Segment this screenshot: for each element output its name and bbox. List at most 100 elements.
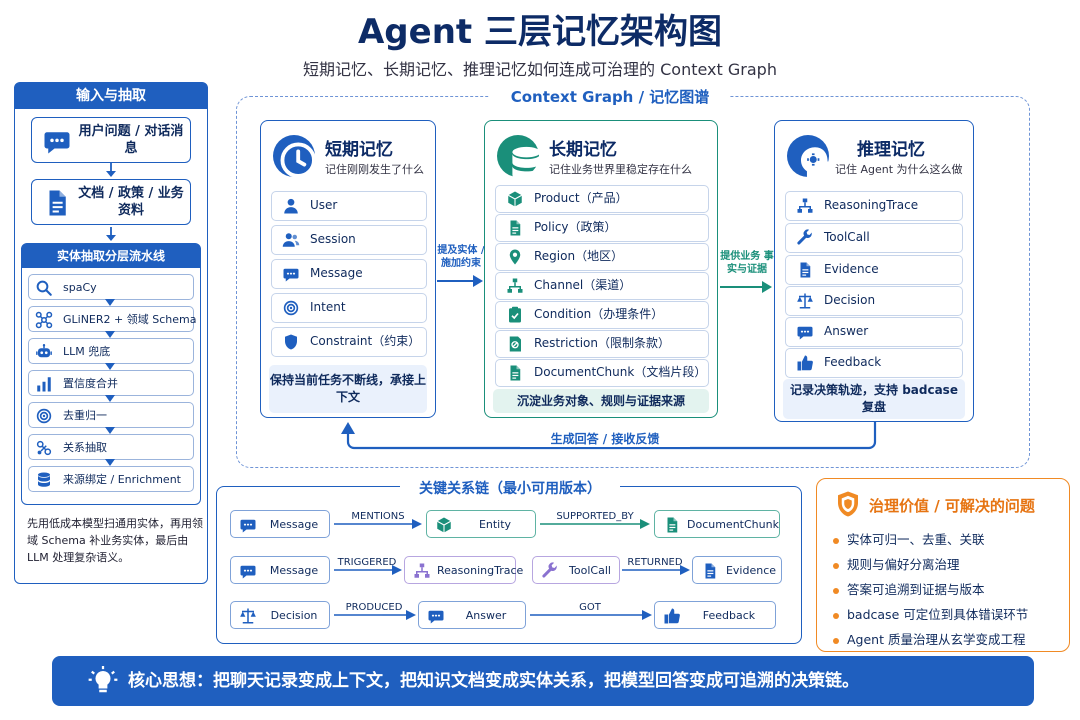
pipeline-step: 来源绑定 / Enrichment	[28, 466, 194, 492]
arrow-right-icon	[334, 565, 402, 575]
panel-footer: 保持当前任务不断线，承接上下文	[269, 365, 427, 413]
memory-node-label: ReasoningTrace	[824, 198, 919, 212]
memory-node-channel: Channel（渠道）	[495, 272, 709, 300]
box-icon	[506, 190, 524, 208]
pipeline-step-label: LLM 兜底	[63, 345, 111, 358]
source-label: 文档 / 政策 / 业务资料	[78, 186, 184, 218]
memory-node-label: Channel（渠道）	[534, 278, 632, 292]
feedback-loop-arrow	[341, 422, 877, 450]
relation-node-label: Feedback	[702, 609, 756, 622]
reasoning-memory-panel: 推理记忆 记住 Agent 为什么这么做 ReasoningTrace Tool…	[774, 120, 974, 422]
chat-icon	[282, 265, 300, 283]
governance-item: 实体可归一、去重、关联	[833, 529, 985, 548]
arrow-right-icon	[334, 610, 416, 620]
thumbs-up-icon	[663, 607, 681, 625]
pipeline-step-label: 置信度合并	[63, 377, 118, 390]
relation-edge-label: SUPPORTED_BY	[556, 511, 634, 522]
target-icon	[35, 407, 53, 425]
pipeline-step-label: spaCy	[63, 281, 97, 294]
arrow-right-icon	[720, 281, 772, 293]
box-icon	[435, 516, 453, 534]
memory-node-label: DocumentChunk（文档片段）	[534, 365, 707, 379]
memory-node-decision: Decision	[785, 286, 963, 316]
robot-icon	[35, 343, 53, 361]
memory-node-user: User	[271, 191, 427, 221]
shield-icon	[282, 333, 300, 351]
memory-node-label: Answer	[824, 324, 869, 338]
target-icon	[282, 299, 300, 317]
relation-node-decision: Decision	[230, 601, 330, 629]
scale-icon	[239, 607, 257, 625]
pipeline-step: 置信度合并	[28, 370, 194, 396]
pipeline-step: LLM 兜底	[28, 338, 194, 364]
governance-item-label: Agent 质量治理从玄学变成工程	[847, 632, 1026, 647]
pipeline-header: 实体抽取分层流水线	[22, 244, 200, 268]
bar-chart-icon	[35, 375, 53, 393]
thumbs-up-icon	[796, 354, 814, 372]
core-idea-banner: 核心思想：把聊天记录变成上下文，把知识文档变成实体关系，把模型回答变成可追溯的决…	[52, 656, 1034, 706]
relation-node-answer: Answer	[418, 601, 526, 629]
brain-icon	[787, 135, 829, 177]
memory-node-label: Decision	[824, 293, 876, 307]
lightbulb-icon	[88, 666, 118, 696]
document-icon	[796, 261, 814, 279]
pipeline-step: 去重归一	[28, 402, 194, 428]
document-icon	[701, 562, 719, 580]
context-graph-title: Context Graph / 记忆图谱	[490, 86, 730, 107]
chat-icon	[427, 607, 445, 625]
memory-node-label: Message	[310, 266, 363, 280]
memory-node-reasoningtrace: ReasoningTrace	[785, 191, 963, 221]
pipeline-note: 先用低成本模型扫通用实体，再用领域 Schema 补业务实体，最后由 LLM 处…	[27, 517, 203, 564]
memory-node-label: Evidence	[824, 262, 879, 276]
panel-title: 短期记忆	[325, 140, 393, 160]
hierarchy-icon	[796, 197, 814, 215]
relation-node-label: Evidence	[725, 564, 777, 577]
panel-subtitle: 记住 Agent 为什么这么做	[835, 163, 963, 176]
input-extraction-header: 输入与抽取	[15, 83, 207, 109]
relation-node-label: Entity	[478, 518, 512, 531]
hierarchy-icon	[413, 562, 431, 580]
chat-icon	[796, 323, 814, 341]
database-icon	[35, 471, 53, 489]
relation-node-label: Message	[269, 564, 319, 577]
relation-node-feedback: Feedback	[654, 601, 776, 629]
memory-node-label: Constraint（约束）	[310, 334, 421, 348]
memory-node-constraint: Constraint（约束）	[271, 327, 427, 357]
page-subtitle: 短期记忆、长期记忆、推理记忆如何连成可治理的 Context Graph	[303, 60, 777, 79]
arrow-right-icon	[530, 610, 652, 620]
memory-node-condition: Condition（办理条件）	[495, 301, 709, 329]
document-icon	[506, 364, 524, 382]
governance-item: badcase 可定位到具体错误环节	[833, 604, 1028, 623]
relation-node-label: Answer	[465, 609, 507, 622]
memory-node-intent: Intent	[271, 293, 427, 323]
relation-node-toolcall: ToolCall	[532, 556, 620, 584]
chat-icon	[239, 516, 257, 534]
user-icon	[282, 197, 300, 215]
pipeline-step-label: 关系抽取	[63, 441, 107, 454]
pipeline-step-label: 来源绑定 / Enrichment	[63, 473, 181, 486]
scale-icon	[796, 292, 814, 310]
pipeline-step-label: GLiNER2 + 领域 Schema	[63, 313, 197, 326]
relation-edge-label: MENTIONS	[351, 511, 405, 522]
arrow-right-icon	[622, 565, 690, 575]
clock-icon	[273, 135, 315, 177]
arrow-down-icon	[106, 227, 116, 241]
relation-node-label: Message	[269, 518, 319, 531]
relation-node-label: DocumentChunk	[687, 518, 779, 531]
document-icon	[663, 516, 681, 534]
wrench-icon	[796, 229, 814, 247]
document-icon	[42, 188, 72, 218]
short-term-memory-panel: 短期记忆 记住刚刚发生了什么 User Session Message Inte…	[260, 120, 436, 418]
arrow-label-mentions: 提及实体 / 施加约束	[437, 245, 485, 269]
page-title: Agent 三层记忆架构图	[357, 12, 722, 52]
relation-edge-label: PRODUCED	[345, 602, 403, 613]
relation-node-label: Decision	[270, 609, 318, 622]
hierarchy-icon	[506, 277, 524, 295]
memory-node-evidence: Evidence	[785, 255, 963, 285]
panel-subtitle: 记住刚刚发生了什么	[325, 163, 424, 176]
governance-item: Agent 质量治理从玄学变成工程	[833, 629, 1025, 648]
relation-node-message: Message	[230, 556, 330, 584]
feedback-loop-label: 生成回答 / 接收反馈	[520, 430, 690, 447]
relation-node-entity: Entity	[426, 510, 536, 538]
search-icon	[35, 279, 53, 297]
